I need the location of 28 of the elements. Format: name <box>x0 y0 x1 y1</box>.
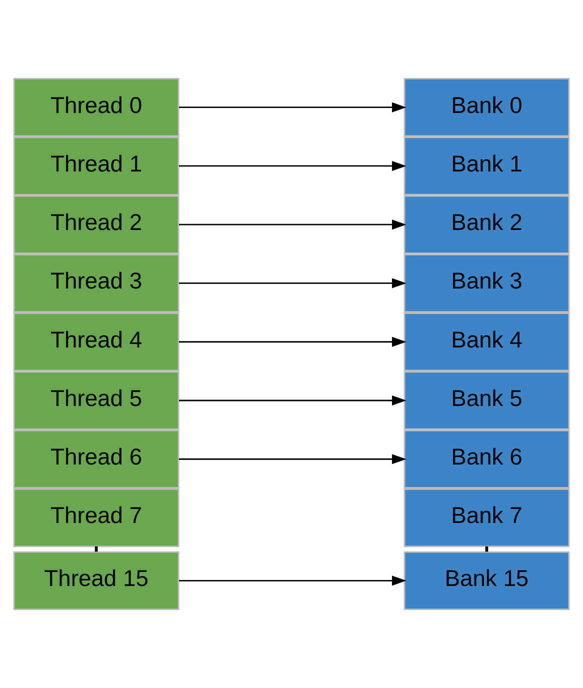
node-box: Bank 3 <box>404 254 570 313</box>
node-box: Bank 1 <box>404 136 570 196</box>
node-box: Bank 15 <box>404 551 570 610</box>
node-box: Bank 2 <box>404 195 570 254</box>
arrow <box>178 278 406 288</box>
node-box: Thread 15 <box>13 551 180 610</box>
node-box: Thread 2 <box>13 195 180 254</box>
node-box: Bank 5 <box>404 371 570 430</box>
node-box: Thread 4 <box>13 312 180 372</box>
node-box: Thread 0 <box>13 78 180 137</box>
arrow <box>178 576 406 586</box>
node-box: Thread 3 <box>13 254 180 313</box>
arrow <box>178 336 406 347</box>
node-box: Thread 1 <box>13 136 180 196</box>
connector <box>94 546 98 552</box>
arrow <box>178 395 406 406</box>
arrow <box>178 102 406 112</box>
node-box: Bank 7 <box>404 488 570 548</box>
arrow <box>178 220 406 230</box>
node-box: Thread 5 <box>13 371 180 430</box>
arrow <box>178 160 406 171</box>
node-box: Thread 7 <box>13 488 180 548</box>
node-box: Thread 6 <box>13 430 180 488</box>
connector <box>485 546 488 552</box>
node-box: Bank 4 <box>404 312 570 372</box>
arrow <box>178 454 406 464</box>
node-box: Bank 0 <box>404 78 570 137</box>
node-box: Bank 6 <box>404 430 570 488</box>
